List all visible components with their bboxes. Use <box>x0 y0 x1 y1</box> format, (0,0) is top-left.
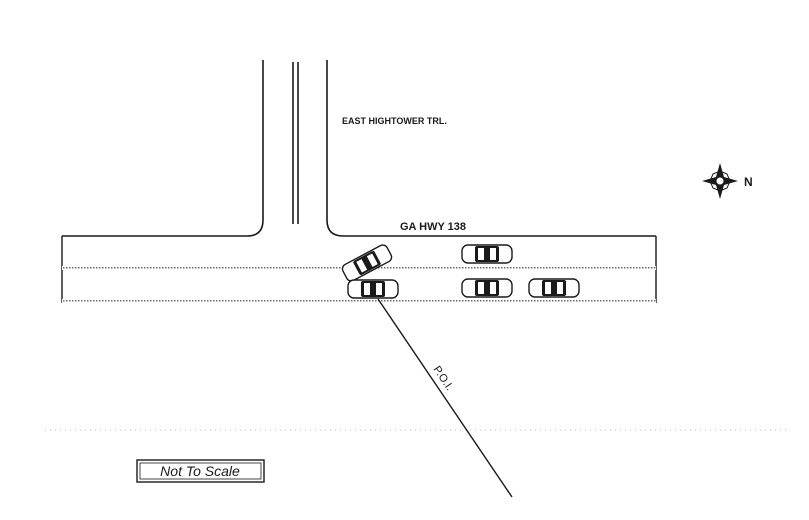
scale-note-label: Not To Scale <box>160 463 240 479</box>
vehicle-poi <box>347 279 399 299</box>
poi-line <box>377 298 513 498</box>
side-road <box>62 60 656 237</box>
compass-rose-icon <box>702 163 738 199</box>
vehicle-westbound-upper <box>461 244 513 264</box>
main-road-south-edge <box>62 299 656 303</box>
side-road-west-edge <box>62 60 264 237</box>
main-road-label: GA HWY 138 <box>400 221 466 233</box>
side-road-label: EAST HIGHTOWER TRL. <box>342 116 447 126</box>
side-road-east-edge <box>326 60 656 237</box>
scale-note-box <box>136 459 265 483</box>
vehicle-eastbound-right <box>528 278 580 298</box>
poi-label: P.O.I. <box>431 364 456 393</box>
compass-north-label: N <box>744 175 753 189</box>
vehicle-skewed-westbound <box>341 244 393 282</box>
vehicle-eastbound-middle <box>461 278 513 298</box>
